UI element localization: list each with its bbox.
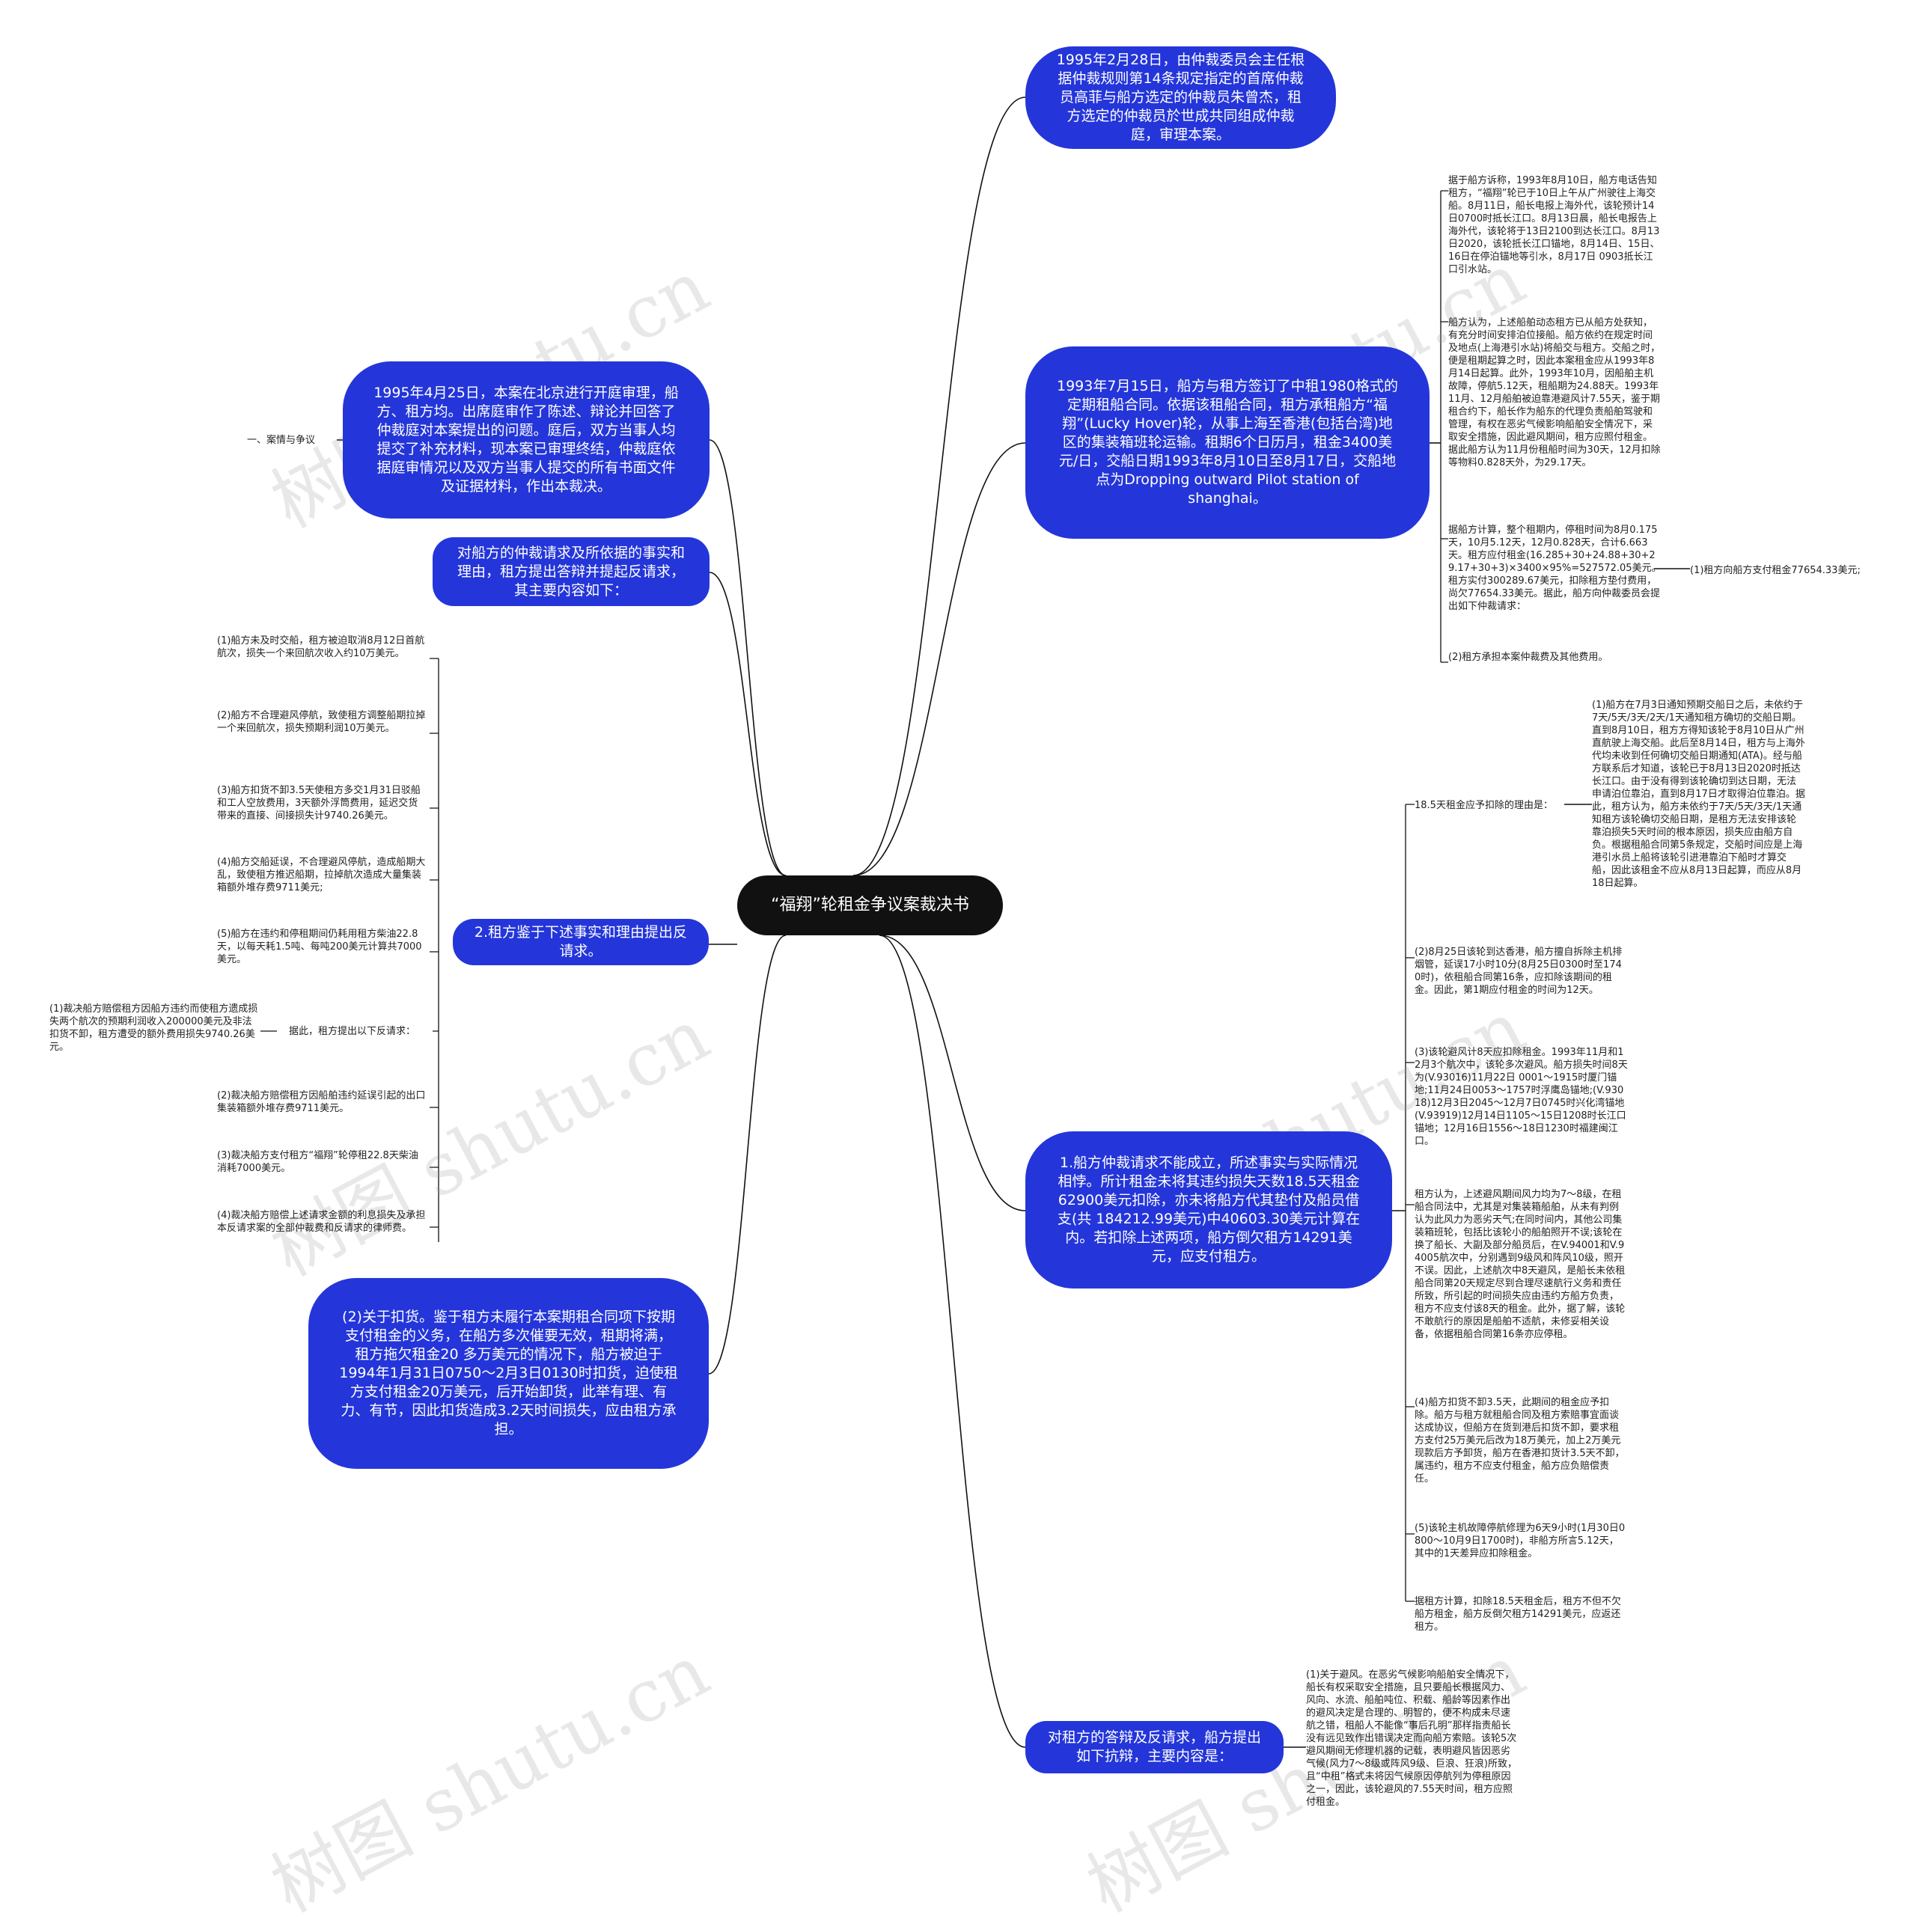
rebuttal-node[interactable]: 对租方的答辩及反请求，船方提出如下抗辩，主要内容是： bbox=[1025, 1721, 1284, 1773]
contract-detail-item: (2)租方承担本案仲裁费及其他费用。 bbox=[1448, 652, 1608, 663]
reason-item: 租方认为，上述避风期间风力均为7～8级，在租船合同法中，尤其是对集装箱船舶，从未… bbox=[1415, 1189, 1626, 1340]
deduct-reason: (1)船方在7月3日通知预期交船日之后，未依约于7天/5天/3天/2天/1天通知… bbox=[1592, 700, 1805, 889]
counter-request-item: (2)裁决船方赔偿租方因船舶违约延误引起的出口集装箱额外堆存费9711美元。 bbox=[217, 1090, 426, 1114]
counter-request-item: (1)裁决船方赔偿租方因船方违约而使租方遗成损失两个航次的预期利润收入20000… bbox=[49, 1003, 258, 1053]
reason-item: 据租方计算，扣除18.5天租金后，租方不但不欠船方租金，船方反倒欠租方14291… bbox=[1415, 1596, 1621, 1633]
contract-detail-item: 据于船方诉称，1993年8月10日，船方电话告知租方，“福翔”轮已于10日上午从… bbox=[1448, 175, 1660, 275]
counter-fact-item: (1)船方未及时交船，租方被迫取消8月12日首航航次，损失一个来回航次收入约10… bbox=[217, 635, 425, 659]
contract-detail-item: 船方认为，上述船舶动态租方已从船方处获知，有充分时间安排泊位接船。船方依约在规定… bbox=[1448, 317, 1661, 468]
link-tribunal bbox=[852, 97, 1026, 876]
deduct-label: 18.5天租金应予扣除的理由是： bbox=[1415, 800, 1553, 811]
connector-lines bbox=[260, 97, 1690, 1748]
reason-item: (5)该轮主机故障停航修理为6天9小时(1月30日0800～10月9日1700时… bbox=[1415, 1523, 1626, 1559]
bracket-counter bbox=[430, 658, 439, 1242]
hearing-node[interactable]: 1995年4月25日，本案在北京进行开庭审理，船方、租方均。出席庭审作了陈述、辩… bbox=[343, 361, 710, 519]
reason-item: (3)该轮避风计8天应扣除租金。1993年11月和12月3个航次中，该轮多次避风… bbox=[1415, 1047, 1628, 1147]
reason-item: (4)船方扣货不卸3.5天，此期间的租金应予扣除。船方与租方就租船合同及租方索赔… bbox=[1415, 1397, 1625, 1485]
counter-fact-item: (3)船方扣货不卸3.5天使租方多交1月31日驳船和工人空放费用，3天额外浮筒费… bbox=[217, 785, 421, 822]
counter-fact-item: (4)船方交船延误，不合理避风停航，造成船期大乱，致使租方推迟船期，拉掉航次造成… bbox=[217, 857, 426, 893]
contract-detail-item: 据船方计算，整个租期内，停租时间为8月0.175天，10月5.12天，12月0.… bbox=[1448, 525, 1662, 612]
reason-item: (2)8月25日该轮到达香港，船方擅自拆除主机排烟管，延误17小时10分(8月2… bbox=[1415, 947, 1623, 996]
case-dispute-label: 一、案情与争议 bbox=[247, 435, 316, 446]
link-contract bbox=[852, 442, 1026, 876]
counter-fact-item: (2)船方不合理避风停航，致使租方调整船期拉掉一个来回航次，损失预期利润10万美… bbox=[217, 710, 426, 734]
link-rebuttal bbox=[879, 935, 1026, 1748]
claim-item: (1)租方向船方支付租金77654.33美元; bbox=[1690, 565, 1861, 576]
bracket-contract bbox=[1440, 190, 1448, 663]
root-node[interactable]: “福翔”轮租金争议案裁决书 bbox=[737, 875, 1003, 935]
link-hearing bbox=[709, 439, 787, 876]
counter-request-item: (3)裁决船方支付租方“福翔”轮停租22.8天柴油消耗7000美元。 bbox=[217, 1150, 418, 1174]
rebuttal-detail: (1)关于避风。在恶劣气候影响船舶安全情况下，船长有权采取安全措施，且只要船长根… bbox=[1306, 1669, 1517, 1808]
link-reply bbox=[709, 572, 787, 876]
link-defense bbox=[879, 935, 1026, 1211]
tribunal-node[interactable]: 1995年2月28日，由仲裁委员会主任根据仲裁规则第14条规定指定的首席仲裁员高… bbox=[1025, 46, 1336, 149]
defense-node[interactable]: 1.船方仲裁请求不能成立，所述事实与实际情况相悖。所计租金未将其违约损失天数18… bbox=[1025, 1131, 1392, 1288]
detention-node[interactable]: (2)关于扣货。鉴于租方未履行本案期租合同项下按期支付租金的义务，在船方多次催要… bbox=[308, 1278, 709, 1469]
reply-intro-node[interactable]: 对船方的仲裁请求及所依据的事实和理由，租方提出答辩并提起反请求，其主要内容如下： bbox=[433, 537, 710, 606]
counter-fact-item: (5)船方在违约和停租期间仍耗用租方柴油22.8天，以每天耗1.5吨、每吨200… bbox=[217, 929, 422, 965]
bracket-defense bbox=[1405, 804, 1415, 1602]
link-detention bbox=[708, 935, 787, 1375]
contract-node[interactable]: 1993年7月15日，船方与租方签订了中租1980格式的定期租船合同。依据该租船… bbox=[1025, 346, 1430, 539]
therefore-label: 据此，租方提出以下反请求： bbox=[289, 1026, 416, 1037]
counter-claim-node[interactable]: 2.租方鉴于下述事实和理由提出反请求。 bbox=[453, 919, 709, 965]
counter-request-item: (4)裁决船方赔偿上述请求金额的利息损失及承担本反请求案的全部仲裁费和反请求的律… bbox=[217, 1210, 426, 1234]
